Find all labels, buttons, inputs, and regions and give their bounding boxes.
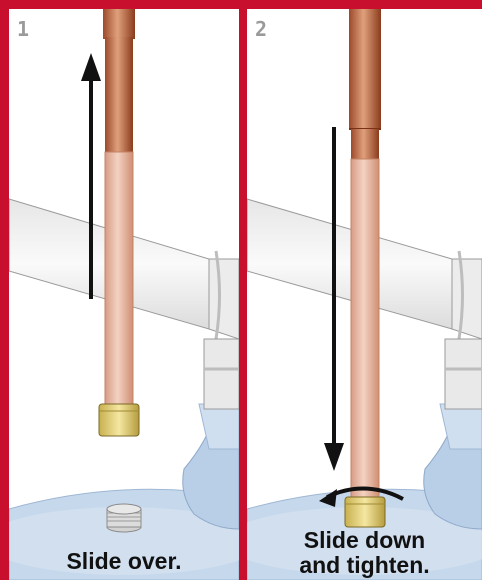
step-2-caption: Slide down and tighten. bbox=[247, 528, 482, 578]
tank-top bbox=[9, 488, 239, 580]
draft-hood bbox=[423, 403, 482, 530]
step-2-number: 2 bbox=[255, 17, 268, 41]
down-arrow-icon bbox=[324, 127, 344, 471]
copper-tube bbox=[103, 9, 135, 408]
compression-fitting bbox=[98, 403, 140, 437]
step-1-illustration bbox=[9, 9, 239, 580]
threaded-nipple bbox=[106, 503, 142, 533]
step-2-panel: 2 Slide down and tighten. bbox=[247, 9, 482, 580]
tank-top bbox=[247, 488, 482, 580]
draft-hood bbox=[182, 403, 239, 530]
compression-fitting bbox=[344, 496, 386, 528]
step-2-caption-line2: and tighten. bbox=[299, 552, 430, 578]
step-1-number: 1 bbox=[17, 17, 30, 41]
rotate-arrow-icon bbox=[319, 486, 404, 507]
exhaust-pipe bbox=[247, 198, 482, 410]
step-1-caption: Slide over. bbox=[66, 548, 182, 574]
step-2-illustration bbox=[247, 9, 482, 580]
step-2-caption-line1: Slide down bbox=[303, 527, 426, 553]
copper-tube bbox=[349, 9, 381, 500]
step-1-panel: 1 Slide over. bbox=[9, 9, 239, 580]
up-arrow-icon bbox=[81, 53, 101, 299]
